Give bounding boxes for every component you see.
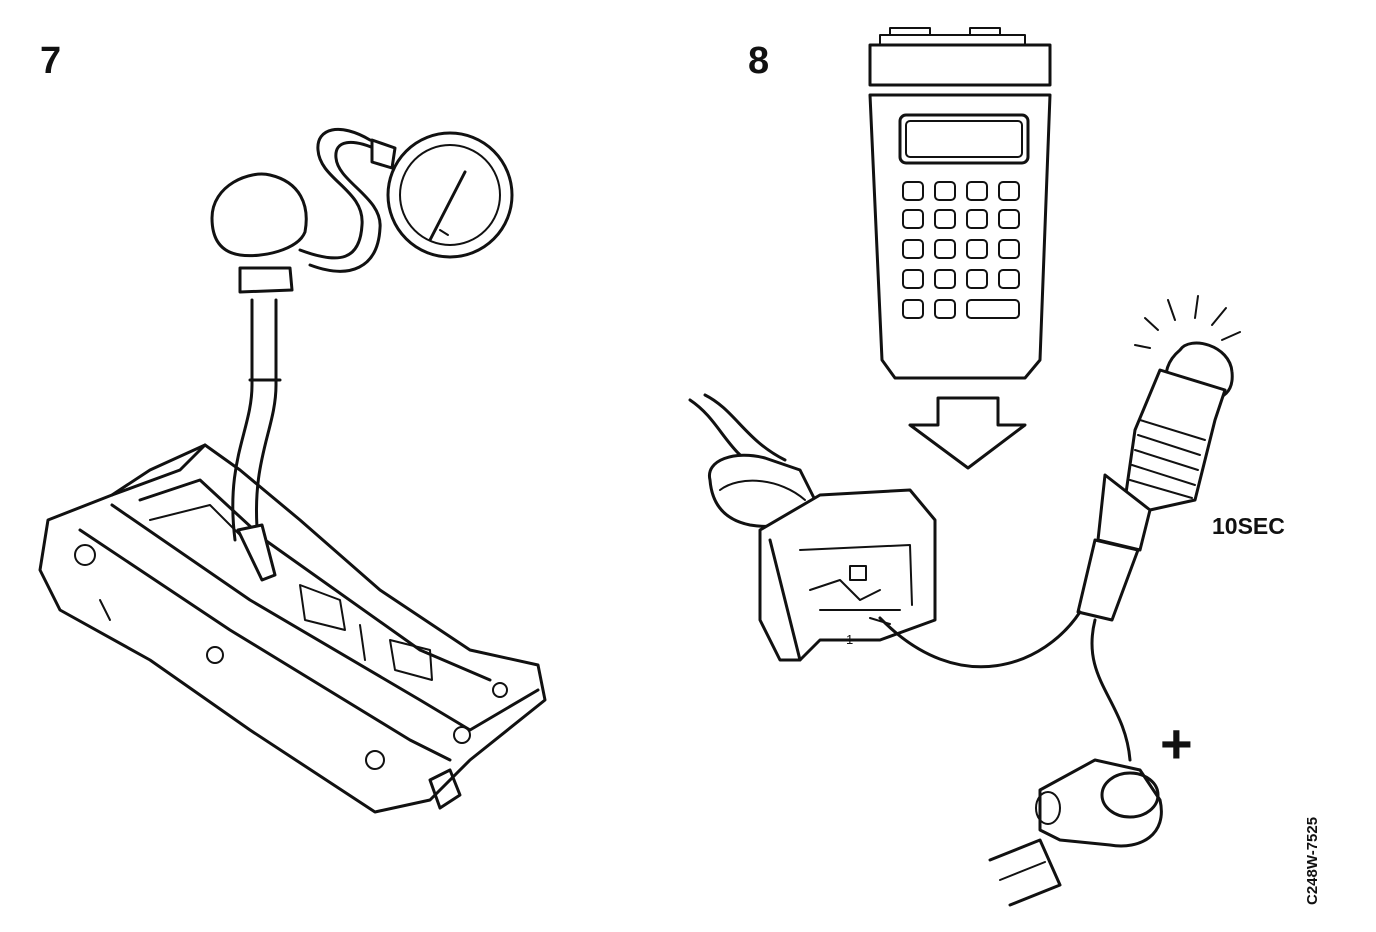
harness-connector — [688, 393, 937, 662]
step-number-8: 8 — [748, 40, 770, 82]
figure-code: C248W-7525 — [1304, 816, 1321, 905]
step-number-7: 7 — [40, 40, 62, 82]
handheld-tester-icon — [868, 27, 1052, 380]
pin-label: 1 — [846, 632, 854, 647]
pressure-gauge-icon — [370, 131, 514, 259]
battery-terminal-icon — [988, 758, 1163, 907]
duration-label: 10SEC — [1212, 513, 1285, 539]
test-lamp-icon — [878, 295, 1241, 762]
gauge-hose — [210, 127, 382, 582]
step7-illustration — [38, 127, 547, 814]
polarity-label: + — [1160, 712, 1193, 775]
arrow-down-icon — [908, 396, 1027, 470]
